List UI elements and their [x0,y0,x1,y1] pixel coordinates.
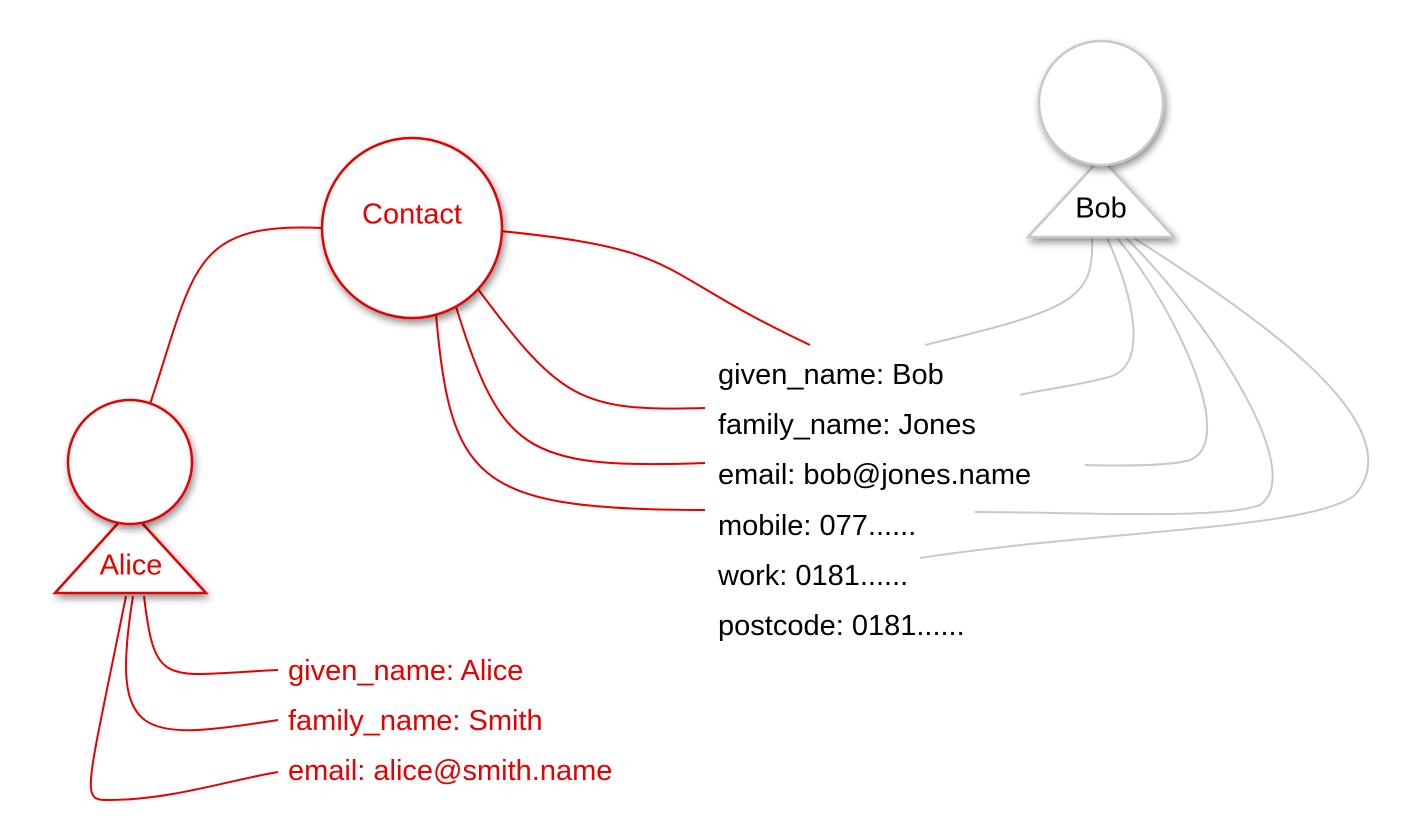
contact-label: Contact [362,198,462,231]
bob-head [1037,39,1165,167]
contact-link-given-name [499,230,811,346]
contact-connectors [149,226,811,511]
bob-field-work: work: 0181...... [718,560,909,592]
contact-link-email [452,296,706,466]
alice-actor [52,398,209,595]
alice-field-email: email: alice@smith.name [288,755,613,787]
alice-label: Alice [99,549,163,582]
contact-link-family-name [474,284,706,410]
contact-link-alice [149,226,323,405]
bob-field-given-name: given_name: Bob [718,359,944,391]
bob-connectors [919,237,1370,559]
bob-link-work [919,237,1370,559]
bob-link-family-name [1019,237,1135,396]
bob-field-email: email: bob@jones.name [718,459,1032,491]
alice-connectors [89,595,279,802]
alice-body [52,508,209,595]
alice-link-given-name [143,595,279,675]
contact-link-mobile [434,302,706,511]
bob-link-email [1084,237,1209,467]
bob-label: Bob [1075,192,1127,225]
bob-field-family-name: family_name: Jones [718,409,976,441]
bob-link-mobile [974,237,1274,516]
bob-field-mobile: mobile: 077...... [718,510,917,542]
bob-body [1025,156,1177,239]
bob-link-given-name [924,237,1094,346]
alice-head [66,398,194,526]
contact-circle [320,136,504,320]
bob-field-postcode: postcode: 0181...... [718,610,965,642]
alice-link-family-name [125,595,279,732]
alice-link-email [89,595,279,802]
bob-actor [1025,39,1177,239]
alice-field-family-name: family_name: Smith [288,705,543,737]
alice-field-given-name: given_name: Alice [288,655,524,687]
